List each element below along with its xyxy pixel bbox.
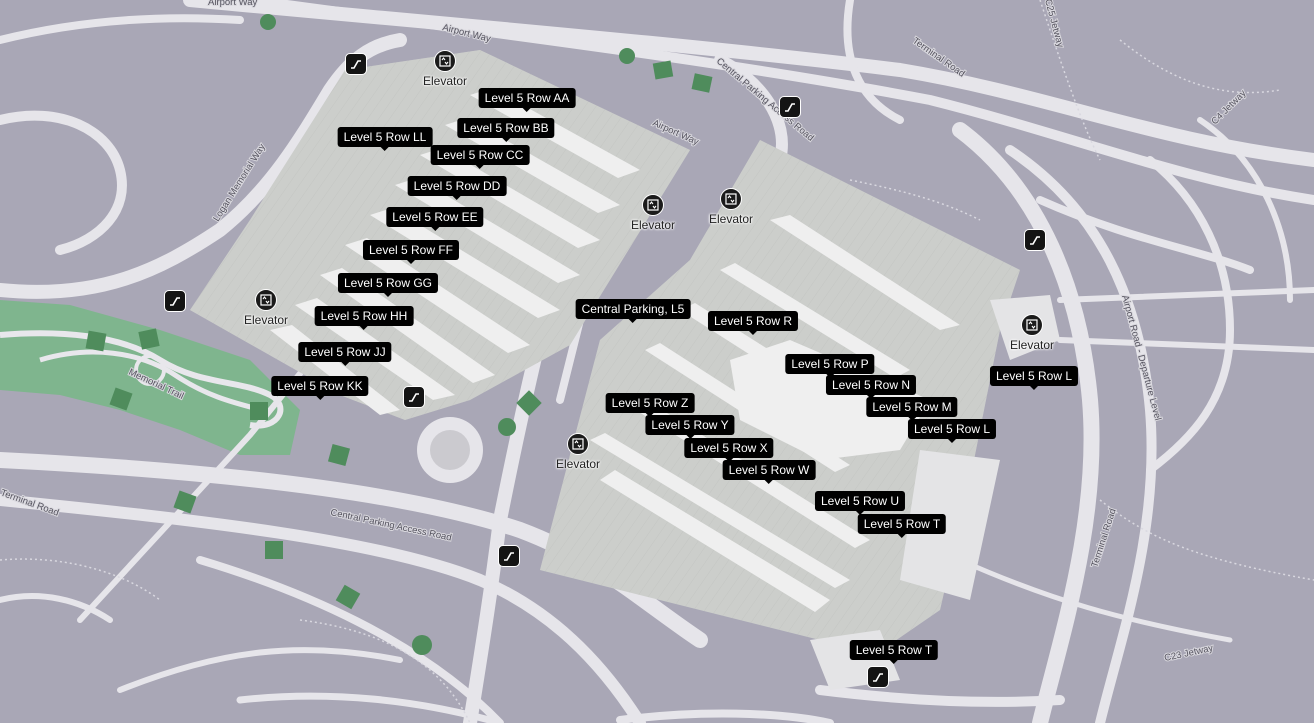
elevator-label: Elevator bbox=[422, 74, 468, 88]
elevator-poi-north[interactable]: Elevator bbox=[423, 50, 467, 88]
escalator-icon[interactable] bbox=[779, 96, 801, 118]
row-label-aa[interactable]: Level 5 Row AA bbox=[478, 88, 576, 112]
escalator-icon[interactable] bbox=[1024, 229, 1046, 251]
elevator-poi-mid-2[interactable]: Elevator bbox=[709, 188, 753, 226]
row-label-x[interactable]: Level 5 Row X bbox=[684, 438, 774, 462]
row-label-dd[interactable]: Level 5 Row DD bbox=[407, 176, 507, 200]
row-label-u[interactable]: Level 5 Row U bbox=[814, 491, 906, 515]
elevator-icon bbox=[567, 433, 589, 455]
elevator-label: Elevator bbox=[555, 457, 601, 471]
elevator-label: Elevator bbox=[243, 313, 289, 327]
elevator-icon bbox=[720, 188, 742, 210]
row-label-r[interactable]: Level 5 Row R bbox=[707, 311, 799, 335]
central-parking-label[interactable]: Central Parking, L5 bbox=[575, 299, 691, 323]
row-label-l-east[interactable]: Level 5 Row L bbox=[989, 366, 1079, 390]
elevator-poi-mid-1[interactable]: Elevator bbox=[631, 194, 675, 232]
escalator-icon[interactable] bbox=[345, 53, 367, 75]
row-label-bb[interactable]: Level 5 Row BB bbox=[457, 118, 555, 142]
row-label-p[interactable]: Level 5 Row P bbox=[785, 354, 875, 378]
road-label-airport-way-1: Airport Way bbox=[208, 0, 258, 8]
park-area bbox=[0, 300, 300, 455]
trees bbox=[85, 14, 713, 655]
row-label-ee[interactable]: Level 5 Row EE bbox=[386, 207, 484, 231]
row-label-m[interactable]: Level 5 Row M bbox=[866, 397, 958, 421]
elevator-icon bbox=[1021, 314, 1043, 336]
elevator-poi-east[interactable]: Elevator bbox=[1010, 314, 1054, 352]
row-label-t-south[interactable]: Level 5 Row T bbox=[849, 640, 939, 664]
elevator-icon bbox=[255, 289, 277, 311]
row-label-t[interactable]: Level 5 Row T bbox=[857, 514, 947, 538]
row-label-l[interactable]: Level 5 Row L bbox=[907, 419, 997, 443]
escalator-icon[interactable] bbox=[164, 290, 186, 312]
row-label-hh[interactable]: Level 5 Row HH bbox=[314, 306, 414, 330]
row-label-kk[interactable]: Level 5 Row KK bbox=[271, 376, 369, 400]
escalator-icon[interactable] bbox=[403, 386, 425, 408]
row-label-gg[interactable]: Level 5 Row GG bbox=[337, 273, 439, 297]
row-label-ll[interactable]: Level 5 Row LL bbox=[337, 127, 433, 151]
elevator-icon bbox=[642, 194, 664, 216]
row-label-ff[interactable]: Level 5 Row FF bbox=[362, 240, 460, 264]
elevator-label: Elevator bbox=[1009, 338, 1055, 352]
elevator-icon bbox=[434, 50, 456, 72]
row-label-jj[interactable]: Level 5 Row JJ bbox=[298, 342, 392, 366]
elevator-poi-south[interactable]: Elevator bbox=[556, 433, 600, 471]
road-label-c4-jetway: C4 Jetway bbox=[1209, 88, 1248, 127]
road-label-c25-jetway: C25 Jetway bbox=[1042, 0, 1066, 49]
elevator-poi-west[interactable]: Elevator bbox=[244, 289, 288, 327]
elevator-label: Elevator bbox=[708, 212, 754, 226]
escalator-icon[interactable] bbox=[867, 666, 889, 688]
road-label-airport-road-departure: Airport Road - Departure Level bbox=[1119, 294, 1163, 422]
row-label-z[interactable]: Level 5 Row Z bbox=[605, 393, 695, 417]
road-label-c23-jetway: C23 Jetway bbox=[1163, 643, 1214, 664]
row-label-w[interactable]: Level 5 Row W bbox=[722, 460, 816, 484]
row-label-n[interactable]: Level 5 Row N bbox=[825, 375, 917, 399]
escalator-icon[interactable] bbox=[498, 545, 520, 567]
row-label-y[interactable]: Level 5 Row Y bbox=[645, 415, 735, 439]
elevator-label: Elevator bbox=[630, 218, 676, 232]
row-label-cc[interactable]: Level 5 Row CC bbox=[430, 145, 530, 169]
